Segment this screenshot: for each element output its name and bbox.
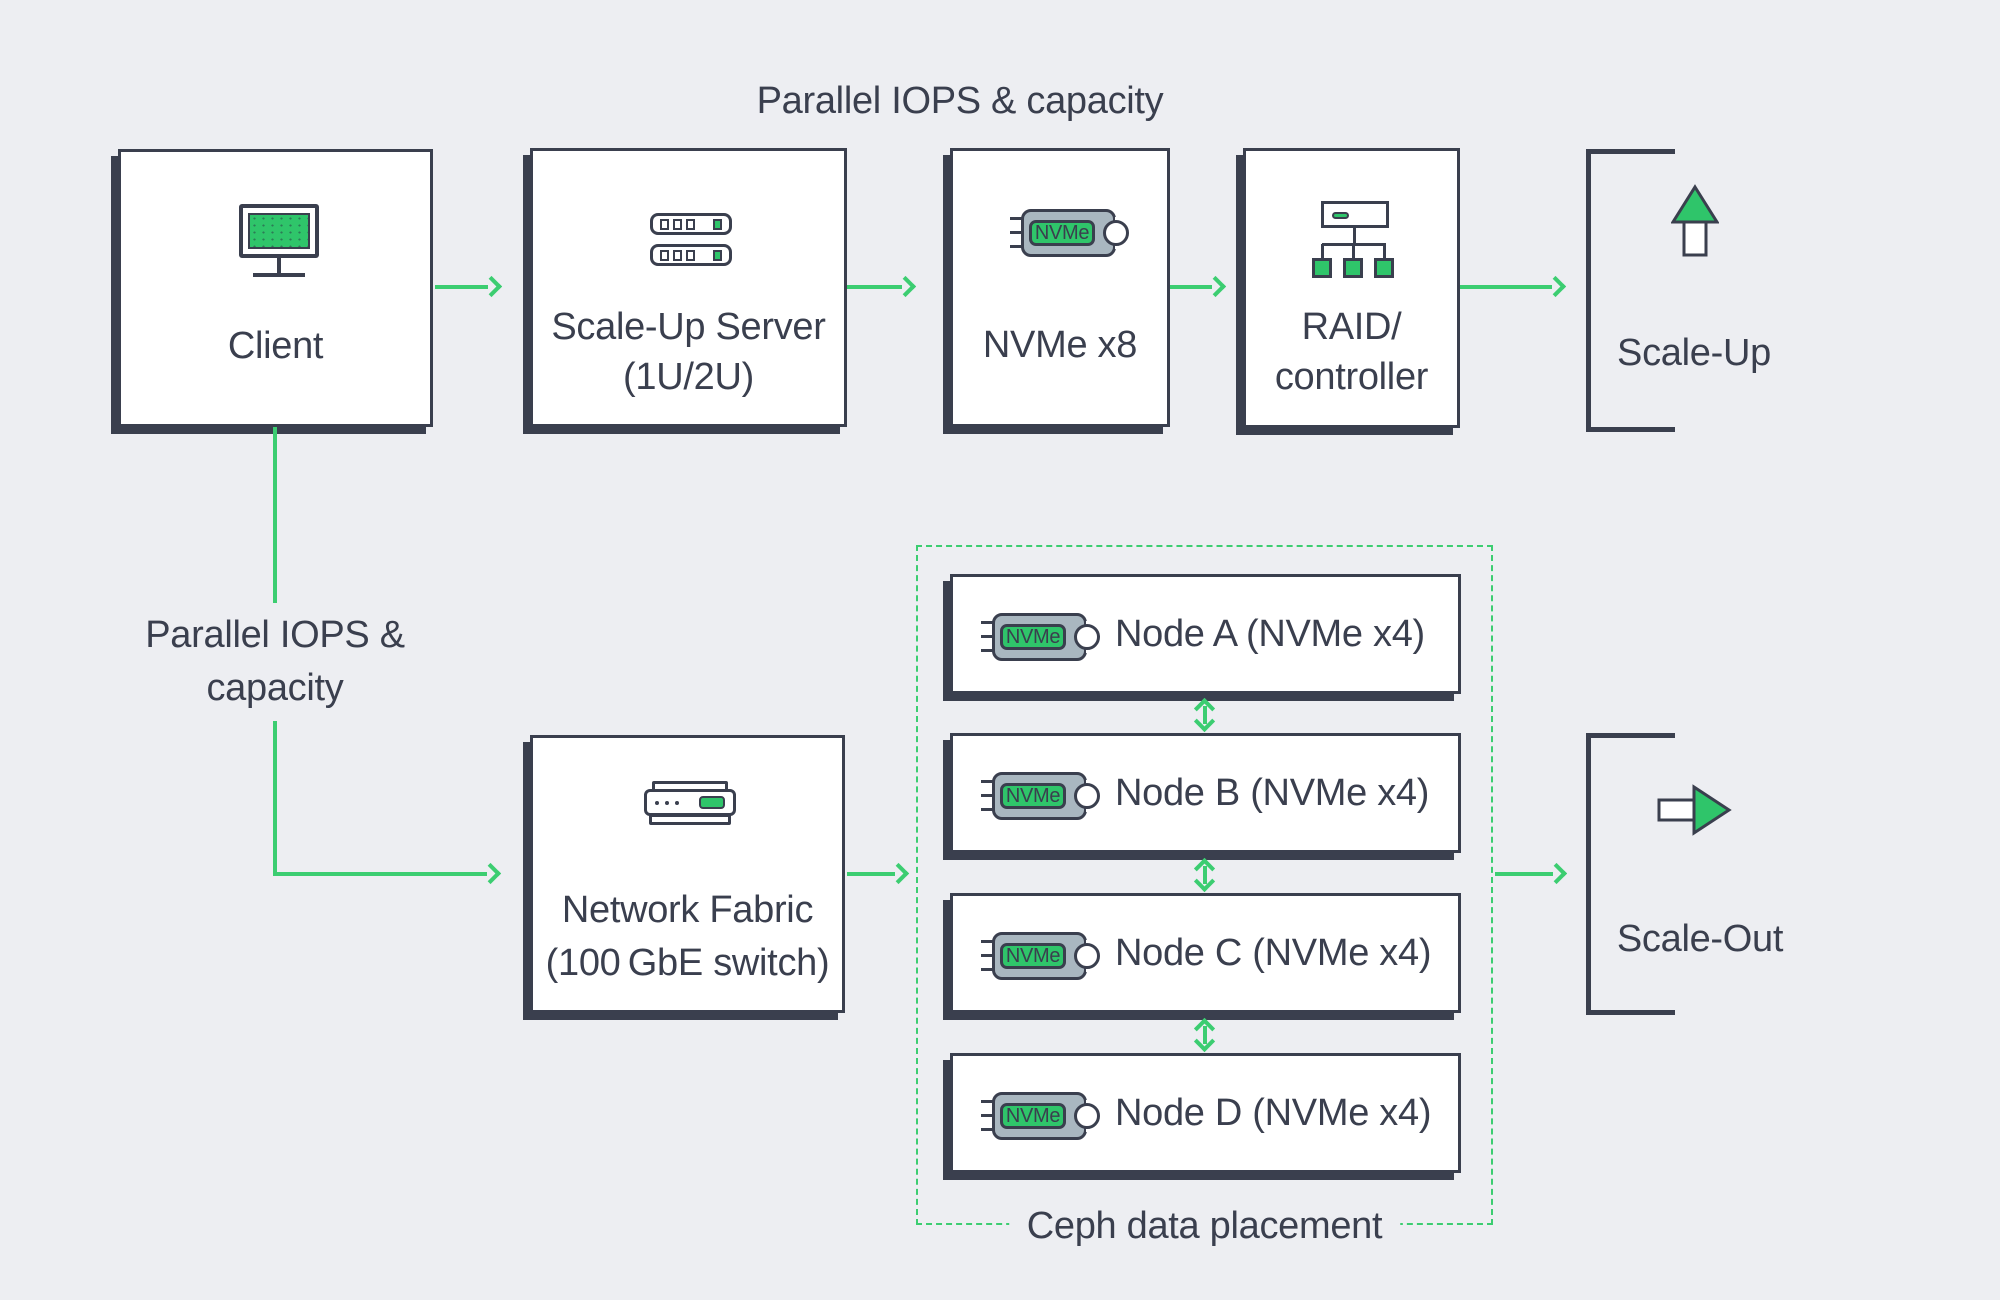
- controller-body: [1321, 201, 1389, 228]
- monitor-stand: [277, 258, 281, 273]
- server-unit: [650, 244, 732, 266]
- monitor-display: [248, 213, 310, 249]
- bracket-bottom-stub: [1586, 427, 1675, 432]
- server-unit: [650, 213, 732, 235]
- fabric-label-line1: Network Fabric: [561, 889, 814, 931]
- bracket-bottom-stub: [1586, 1010, 1675, 1015]
- nvme-chip-tag: NVMe: [1000, 624, 1066, 650]
- branch-flow-title-line2: capacity: [206, 667, 344, 709]
- scale-up-label: Scale-Up: [1617, 332, 1771, 374]
- node-c-label: Node C (NVMe x4): [1115, 931, 1432, 974]
- ceph-placement-region: Ceph data placement: [916, 545, 1493, 1248]
- status-led: [713, 249, 722, 261]
- server-label-line1: Scale-Up Server: [551, 306, 826, 348]
- branch-flow-title-line1: Parallel IOPS &: [145, 614, 405, 656]
- scale-up-server-box: Scale-Up Server (1U/2U): [530, 148, 847, 427]
- nvme-chip-tag: NVMe: [1000, 783, 1066, 809]
- disk-square: [1312, 258, 1332, 278]
- nvme-drive-icon: NVMe: [981, 772, 1102, 820]
- chip-notch: [1103, 220, 1129, 246]
- raid-controller-box: RAID/ controller: [1243, 148, 1460, 428]
- raid-label-line2: controller: [1274, 356, 1429, 398]
- branch-flow-title: Parallel IOPS & capacity: [145, 603, 405, 721]
- drive-slot: [686, 249, 695, 261]
- drive-slot: [673, 249, 682, 261]
- disk-square: [1343, 258, 1363, 278]
- drive-slot: [673, 218, 682, 230]
- bracket-top-stub: [1586, 149, 1675, 154]
- nvme-chip-tag: NVMe: [1000, 1103, 1066, 1129]
- controller-drop: [1321, 244, 1324, 260]
- server-label-line2: (1U/2U): [623, 356, 754, 398]
- drive-slot: [660, 249, 669, 261]
- switch-dot: [675, 800, 679, 805]
- nvme-drive-icon: NVMe: [1010, 209, 1131, 257]
- node-b-label: Node B (NVMe x4): [1115, 771, 1430, 814]
- nvme-x8-box: NVMe NVMe x8: [950, 148, 1170, 427]
- nvme-drive-icon: NVMe: [981, 932, 1102, 980]
- fabric-label-line2: (100 GbE switch): [545, 942, 830, 984]
- controller-trunk: [1353, 228, 1356, 244]
- node-c-box: NVMe Node C (NVMe x4): [950, 893, 1461, 1013]
- switch-dot: [665, 800, 669, 805]
- raid-controller-icon: [1312, 201, 1396, 279]
- disk-square: [1374, 258, 1394, 278]
- bracket-top-stub: [1586, 733, 1675, 738]
- top-flow-title: Parallel IOPS & capacity: [756, 80, 1164, 122]
- ceph-placement-caption: Ceph data placement: [1008, 1205, 1401, 1248]
- raid-label-line1: RAID/: [1301, 306, 1402, 348]
- nvme-drive-icon: NVMe: [981, 1092, 1102, 1140]
- nvme-x8-label: NVMe x8: [982, 324, 1138, 366]
- monitor-base: [253, 273, 305, 277]
- chip-pin: [1010, 231, 1023, 234]
- drive-slot: [660, 218, 669, 230]
- nvme-drive-icon: NVMe: [981, 613, 1102, 661]
- chip-pin: [1010, 245, 1023, 248]
- switch-dot: [655, 800, 659, 805]
- node-a-box: NVMe Node A (NVMe x4): [950, 574, 1461, 694]
- nvme-chip-tag: NVMe: [1000, 943, 1066, 969]
- client-label: Client: [227, 325, 324, 367]
- node-b-box: NVMe Node B (NVMe x4): [950, 733, 1461, 853]
- monitor-icon: [239, 204, 319, 278]
- node-d-box: NVMe Node D (NVMe x4): [950, 1053, 1461, 1173]
- node-a-label: Node A (NVMe x4): [1115, 612, 1425, 655]
- controller-drop: [1383, 244, 1386, 260]
- drive-slot: [686, 218, 695, 230]
- switch-led: [699, 796, 725, 809]
- nvme-chip-tag: NVMe: [1029, 220, 1095, 246]
- up-arrow-icon: [1671, 184, 1719, 257]
- chip-pin: [1010, 217, 1023, 220]
- network-switch-icon: [644, 781, 736, 825]
- controller-led: [1332, 212, 1349, 219]
- rack-server-icon: [650, 213, 732, 266]
- switch-body: [644, 789, 736, 816]
- network-fabric-box: Network Fabric (100 GbE switch): [530, 735, 845, 1013]
- scale-out-label: Scale-Out: [1616, 918, 1784, 960]
- bracket-spine: [1586, 149, 1591, 432]
- client-box: Client: [118, 149, 433, 427]
- status-led: [713, 218, 722, 230]
- bracket-spine: [1586, 733, 1591, 1015]
- controller-drop: [1352, 244, 1355, 260]
- node-d-label: Node D (NVMe x4): [1115, 1091, 1432, 1134]
- right-arrow-icon: [1657, 784, 1732, 836]
